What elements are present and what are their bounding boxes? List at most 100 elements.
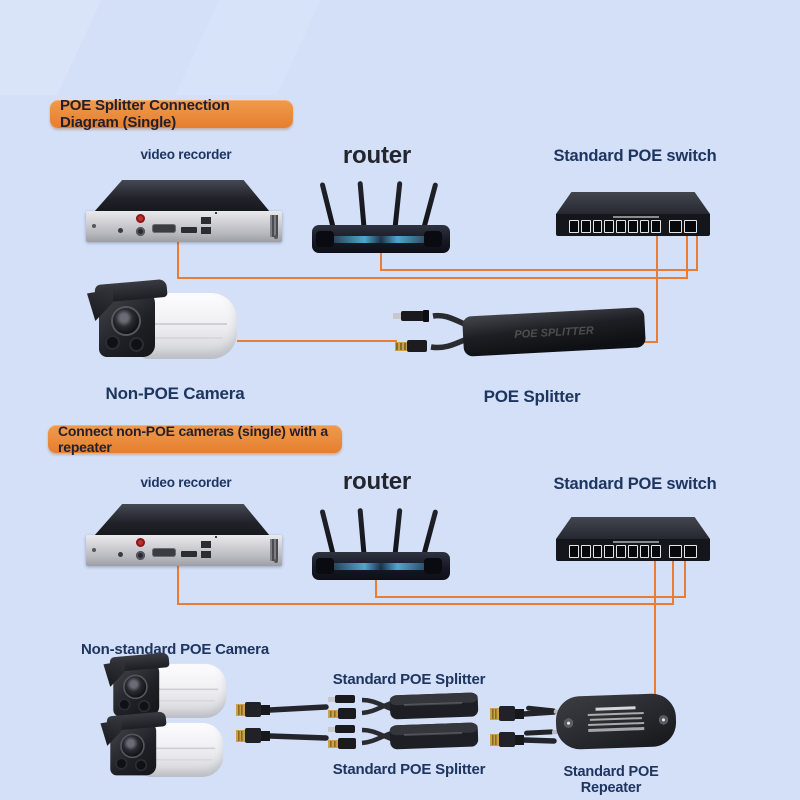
wire-switch-to-splitter-vertical [656, 236, 658, 343]
section2-repeater-label: Standard POE Repeater [563, 764, 659, 796]
section1-switch-label: Standard POE switch [553, 147, 717, 165]
camera-body [147, 663, 227, 719]
ethernet-ports [216, 537, 266, 563]
top-sheen-decoration [0, 0, 800, 95]
wire-router-horizontal-2 [375, 596, 686, 598]
switch-ethernet-ports [569, 220, 698, 233]
rca-connector [136, 538, 145, 547]
poe-switch-device-1 [556, 192, 710, 236]
screw-icon [92, 224, 96, 228]
poe-splitter-device: POE SPLITTER [393, 307, 646, 357]
vent-grille [270, 215, 278, 237]
wire-nvr-horizontal-1 [177, 277, 688, 279]
section1-splitter-label: POE Splitter [483, 387, 581, 406]
ir-led [107, 337, 118, 348]
section2-banner: Connect non-POE cameras (single) with a … [48, 423, 342, 455]
section2-switch-label: Standard POE switch [553, 475, 717, 493]
audio-jack [136, 551, 145, 560]
switch-front-face [556, 214, 710, 236]
ir-led [131, 339, 142, 350]
camera-front [99, 291, 155, 357]
vga-port [152, 224, 176, 233]
wire-nvr-to-switch-1 [686, 236, 688, 279]
camera-lens [121, 735, 144, 757]
camera-lens [124, 676, 147, 698]
ir-led [119, 700, 129, 710]
power-jack [118, 228, 123, 233]
ir-led [139, 701, 149, 711]
switch-top-face [556, 192, 710, 214]
switch-ethernet-ports [569, 545, 698, 558]
wire-router-horizontal-1 [380, 269, 698, 271]
poe-switch-device-2 [556, 517, 710, 561]
camera-lens [113, 308, 139, 334]
rj45-cable [236, 702, 329, 717]
usb-port [201, 541, 211, 548]
standard-poe-splitter-2 [328, 722, 479, 750]
switch-print-text [613, 541, 659, 543]
wire-camera-to-splitter [237, 340, 397, 342]
switch-front-face [556, 539, 710, 561]
wire-switch-to-repeater [654, 559, 656, 698]
video-recorder-device-1 [86, 180, 282, 242]
ir-led [116, 759, 126, 769]
screw-icon [92, 548, 96, 552]
wire-switch-to-splitter-stub [644, 341, 658, 343]
rj45-cable [490, 732, 557, 747]
wire-nvr-horizontal-2 [177, 603, 674, 605]
poe-repeater-device [555, 692, 677, 751]
router-device-2 [312, 507, 450, 580]
splitter-body: POE SPLITTER [462, 307, 646, 357]
switch-top-face [556, 517, 710, 539]
splitter-body-print: POE SPLITTER [514, 325, 594, 341]
ethernet-ports [216, 213, 266, 239]
rj45-cable [490, 706, 557, 721]
usb-port [201, 227, 211, 234]
vent-grille [270, 539, 278, 561]
router-body [312, 225, 450, 253]
network-connector [395, 340, 427, 352]
wire-nvr-down-1 [177, 242, 179, 279]
wire-nvr-down-2 [177, 565, 179, 605]
nvr-back-panel [86, 211, 282, 242]
camera-body [141, 293, 237, 359]
section2-router-label: router [342, 468, 412, 495]
dc-connector [393, 310, 429, 322]
rj45-cable [236, 728, 329, 743]
section1-router-label: router [342, 142, 412, 169]
nvr-back-panel [86, 535, 282, 566]
section1-video-recorder-label: video recorder [140, 147, 232, 162]
repeater-spec-label [583, 704, 648, 741]
screw-icon [274, 235, 278, 239]
standard-poe-splitter-1 [328, 692, 479, 720]
wire-router-to-switch-2 [684, 559, 686, 598]
switch-print-text [613, 216, 659, 218]
video-recorder-device-2 [86, 504, 282, 566]
wire-router-down-2 [375, 577, 377, 598]
camera-body [144, 722, 224, 778]
usb-port [201, 217, 211, 224]
nvr-lid [94, 180, 270, 212]
non-standard-poe-camera-1 [103, 652, 227, 723]
wire-router-down-1 [380, 251, 382, 271]
section1-camera-label: Non-POE Camera [105, 384, 245, 403]
ir-led [136, 760, 146, 770]
hdmi-port [181, 227, 197, 233]
section2-camera-label: Non-standard POE Camera [81, 641, 269, 658]
vga-port [152, 548, 176, 557]
non-poe-camera-device [87, 278, 237, 365]
router-device-1 [312, 180, 450, 253]
audio-jack [136, 227, 145, 236]
screw-icon [274, 559, 278, 563]
section2-video-recorder-label: video recorder [140, 475, 232, 490]
wire-nvr-to-switch-2 [672, 559, 674, 605]
non-standard-poe-camera-2 [100, 711, 224, 782]
router-body [312, 552, 450, 580]
power-jack [118, 552, 123, 557]
section2-splitter-label-bottom: Standard POE Splitter [332, 761, 486, 778]
usb-port [201, 551, 211, 558]
hdmi-port [181, 551, 197, 557]
section2-splitter-label-top: Standard POE Splitter [332, 671, 486, 688]
section1-banner: POE Splitter Connection Diagram (Single) [50, 97, 293, 131]
